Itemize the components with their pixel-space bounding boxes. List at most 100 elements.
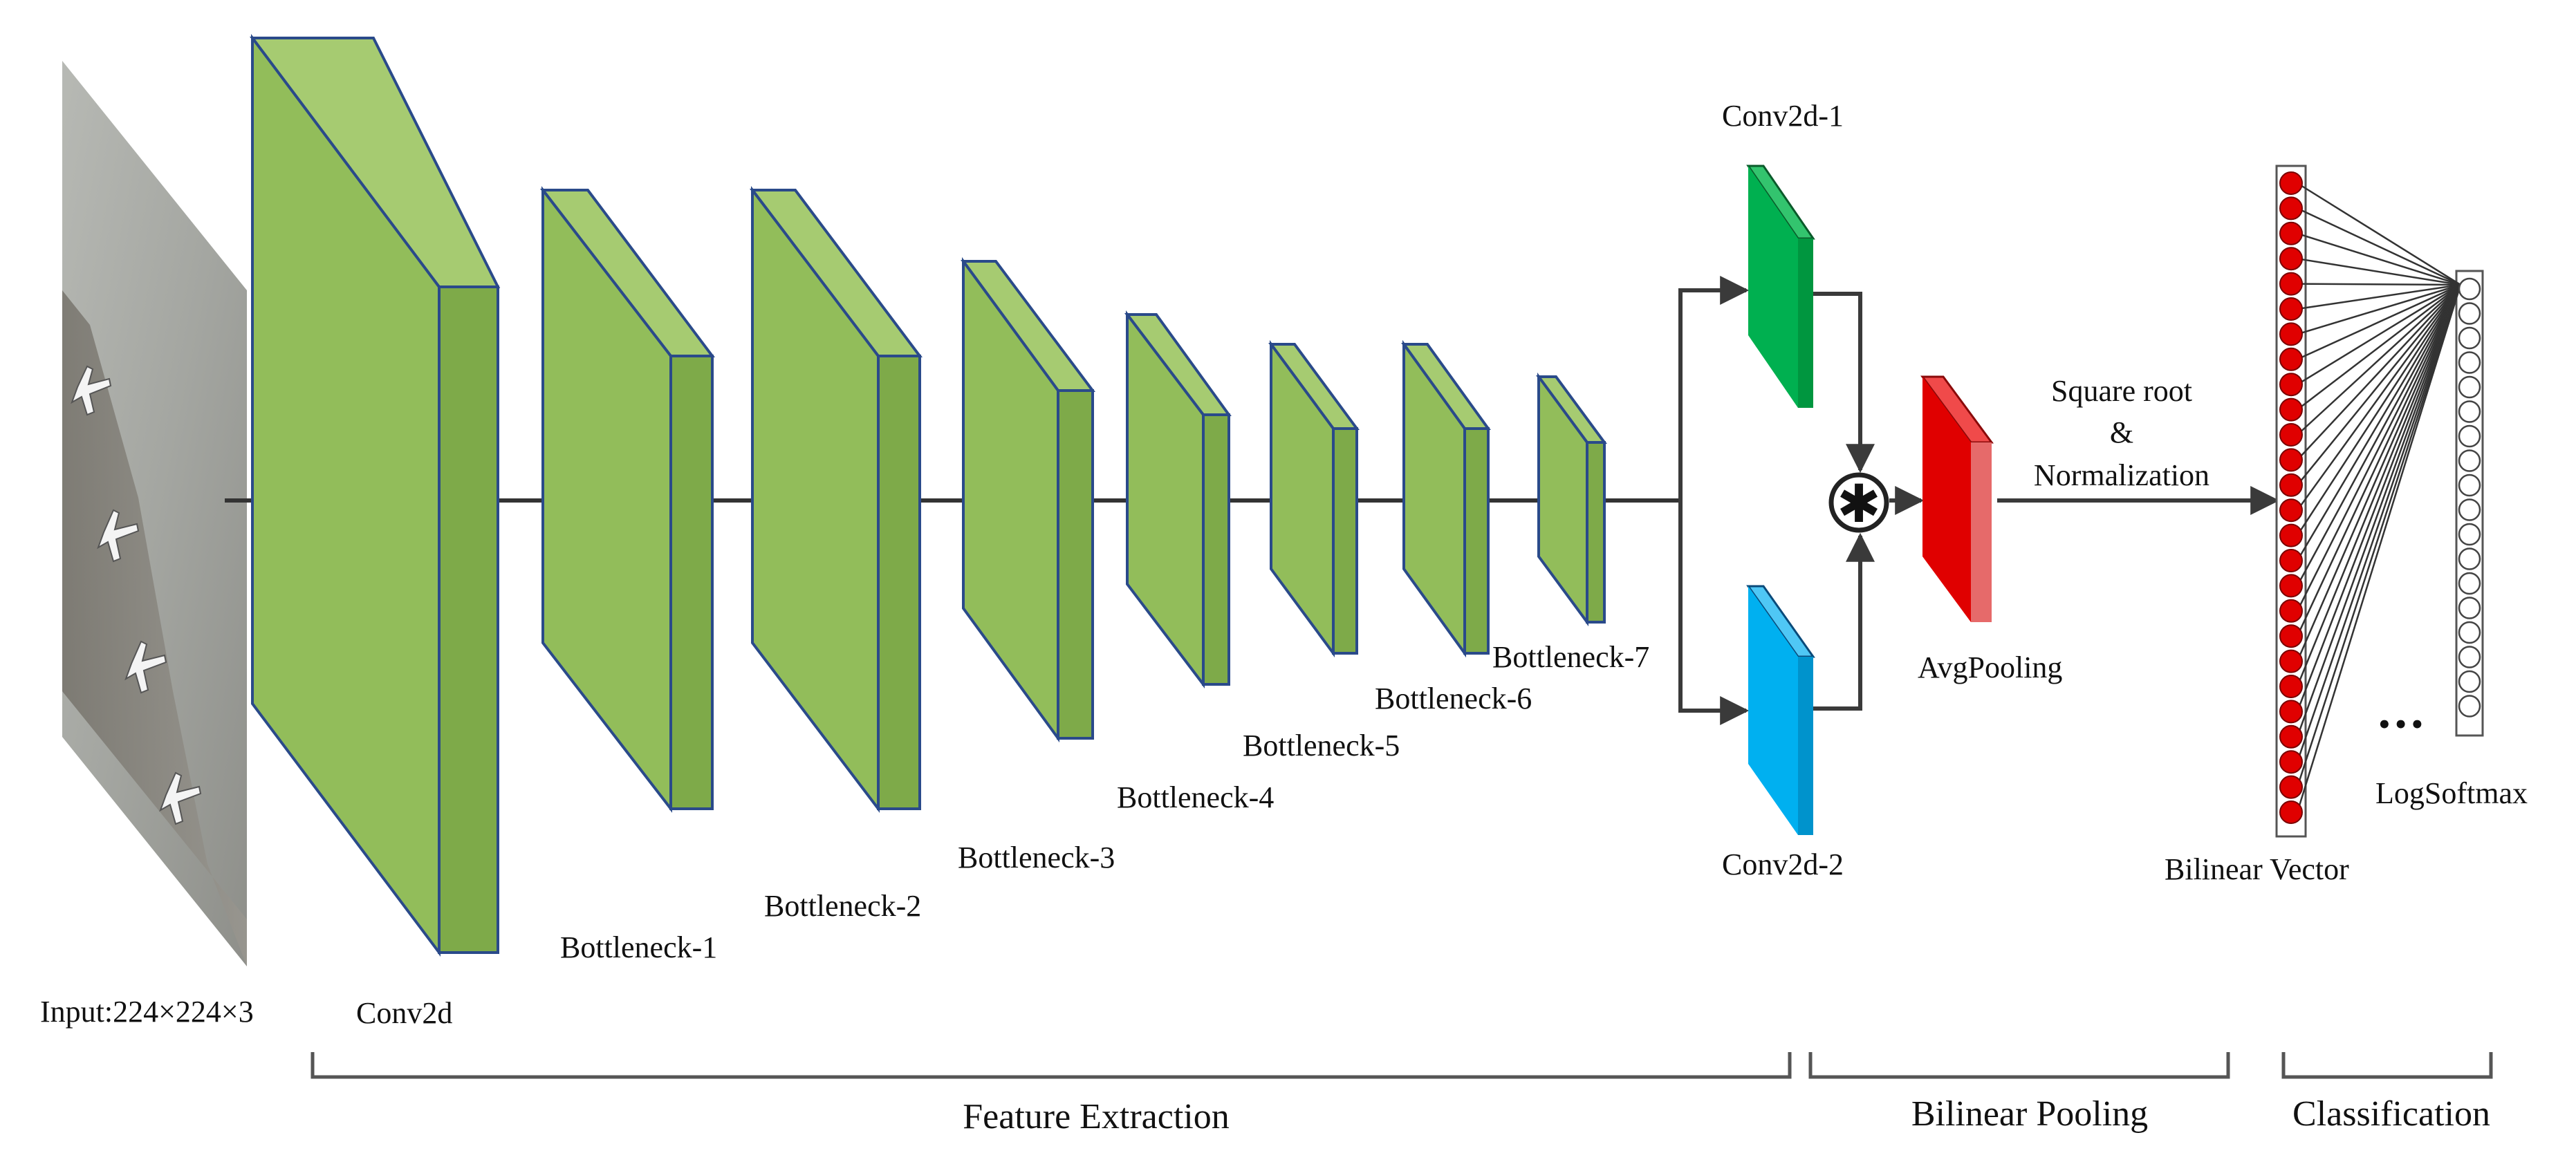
connection-line [2297, 207, 2461, 286]
input-label: Input:224×224×3 [40, 995, 254, 1029]
bilinear-neuron [2279, 297, 2303, 321]
conv2d-1-label: Conv2d-1 [1722, 99, 1844, 133]
classification-layer [2275, 165, 2484, 838]
output-neuron [2458, 351, 2481, 374]
connection-line [2296, 284, 2462, 738]
block-bottleneck-3 [961, 256, 1095, 743]
connection-line [2296, 284, 2462, 511]
outer-product-operator: ✱ [1828, 472, 1889, 534]
block-conv2d-1 [1746, 165, 1815, 408]
bilinear-neuron [2279, 196, 2303, 221]
bilinear-neuron [2279, 397, 2303, 422]
labels: Input:224×224×3 Conv2d Bottleneck-1 Bott… [40, 99, 2528, 1136]
bilinear-neuron [2279, 775, 2303, 799]
output-neuron [2458, 474, 2481, 497]
bracket-bilinear-pooling [1808, 1052, 2230, 1079]
bilinear-neuron [2279, 423, 2303, 447]
bilinear-neuron [2279, 549, 2303, 572]
bilinear-neuron [2279, 347, 2303, 371]
bottleneck-3-label: Bottleneck-3 [958, 841, 1115, 874]
outer-product-symbol: ✱ [1837, 473, 1881, 534]
connection-line [2296, 284, 2462, 612]
bilinear-neuron [2279, 221, 2303, 245]
bilinear-neuron [2279, 800, 2303, 824]
connection-line [2297, 283, 2461, 335]
connection-line [2296, 284, 2462, 586]
bilinear-neuron [2279, 700, 2303, 724]
bilinear-neuron [2279, 498, 2303, 523]
conv2d-2-label: Conv2d-2 [1722, 847, 1844, 881]
connection-line [2297, 283, 2461, 310]
logsoftmax-label: LogSoftmax [2375, 776, 2528, 810]
connection-line [2297, 182, 2461, 286]
connection-line [2296, 284, 2462, 787]
connection-line [2297, 283, 2461, 360]
block-bottleneck-5 [1268, 339, 1360, 658]
bilinear-neuron [2279, 649, 2303, 673]
output-neuron [2458, 547, 2481, 570]
block-bottleneck-1 [539, 186, 715, 813]
branch-connectors [1678, 276, 2280, 725]
bilinear-neuron [2279, 473, 2303, 497]
bilinear-neuron [2279, 523, 2303, 547]
bilinear-neuron [2279, 574, 2303, 598]
bilinear-neuron [2279, 322, 2303, 346]
connection-line [2297, 284, 2461, 411]
block-avgpooling [1920, 375, 1994, 622]
output-neuron [2458, 277, 2481, 301]
connection-line [2296, 284, 2462, 712]
bottleneck-6-label: Bottleneck-6 [1375, 682, 1532, 715]
bottleneck-4-label: Bottleneck-4 [1117, 780, 1274, 814]
output-neuron [2458, 424, 2481, 448]
block-conv2d [250, 34, 501, 957]
output-neuron [2458, 400, 2481, 423]
classification-label: Classification [2292, 1094, 2490, 1134]
bilinear-neuron [2279, 675, 2303, 698]
connection-line [2296, 284, 2462, 813]
output-neuron [2458, 326, 2481, 350]
avgpooling-label: AvgPooling [1918, 650, 2062, 684]
connection-line [2296, 284, 2462, 687]
bracket-feature-extraction [311, 1052, 1792, 1079]
bilinear-neuron [2279, 448, 2303, 472]
block-bottleneck-2 [749, 186, 923, 813]
connection-line [2297, 283, 2461, 286]
output-neuron [2458, 498, 2481, 521]
feature-blocks [250, 34, 1607, 957]
connection-line [2297, 283, 2461, 386]
bilinear-neuron [2279, 373, 2303, 397]
bilinear-neuron [2279, 247, 2303, 271]
connection-line [2297, 284, 2461, 486]
bilinear-neurons [2279, 171, 2303, 824]
section-brackets [311, 1052, 2493, 1079]
output-neuron [2458, 597, 2481, 619]
bottleneck-5-label: Bottleneck-5 [1243, 729, 1400, 762]
output-neuron [2458, 523, 2481, 546]
block-bottleneck-4 [1124, 310, 1232, 688]
ampersand-label: & [2110, 415, 2133, 449]
connection-line [2297, 257, 2461, 286]
conv2d-label: Conv2d [356, 996, 452, 1030]
output-neurons [2458, 277, 2481, 718]
block-bottleneck-7 [1536, 372, 1607, 627]
connection-line [2296, 284, 2462, 662]
output-neuron [2458, 695, 2481, 718]
bilinear-neuron [2279, 724, 2303, 749]
output-neuron [2458, 646, 2481, 668]
feature-extraction-label: Feature Extraction [963, 1097, 1230, 1136]
block-bottleneck-6 [1401, 339, 1491, 658]
square-root-label: Square root [2051, 374, 2192, 408]
bilinear-neuron [2279, 171, 2303, 195]
bilinear-neuron [2279, 750, 2303, 774]
connection-line [2297, 232, 2461, 286]
bilinear-neuron [2279, 624, 2303, 648]
normalization-label: Normalization [2034, 458, 2209, 492]
bottleneck-1-label: Bottleneck-1 [560, 930, 717, 964]
connection-line [2297, 284, 2461, 435]
bracket-classification [2281, 1052, 2493, 1079]
connection-line [2297, 284, 2461, 461]
bottleneck-7-label: Bottleneck-7 [1492, 640, 1649, 674]
output-neuron [2458, 375, 2481, 399]
